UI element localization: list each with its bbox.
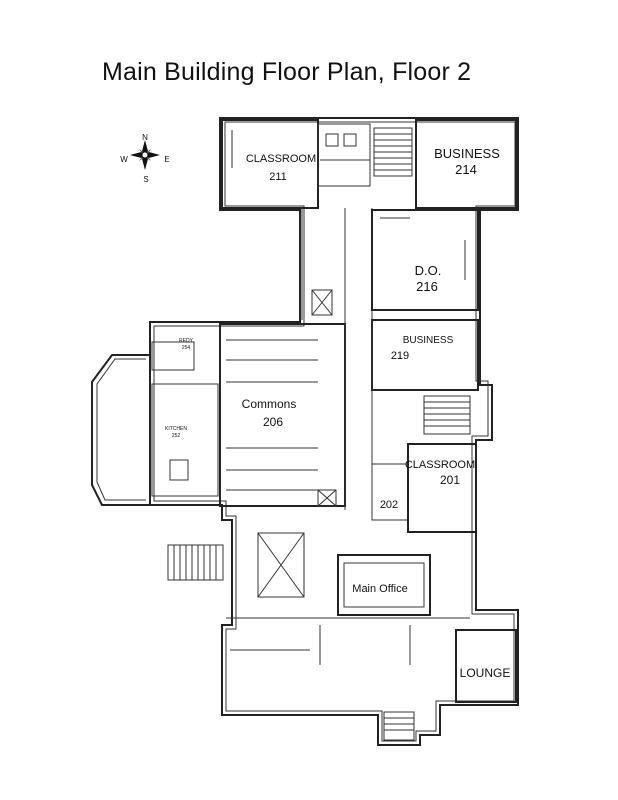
room-name-do-216: D.O.: [415, 263, 442, 278]
room-name-business-214: BUSINESS: [434, 146, 500, 161]
room-name-business-219: BUSINESS: [403, 335, 454, 346]
room-business-214: BUSINESS 214: [415, 119, 517, 209]
elevator-north: [311, 289, 333, 316]
room-number-214: 214: [455, 162, 477, 177]
room-name-commons-206: Commons: [242, 397, 297, 411]
exterior-stair: [167, 544, 224, 581]
room-number-252: 252: [172, 433, 181, 439]
room-kitchen-252: KITCHEN 252: [151, 383, 219, 497]
south-stair: [383, 711, 415, 741]
building-outline: [149, 117, 519, 746]
room-number-211: 211: [269, 171, 287, 183]
elevator-central: [317, 489, 337, 507]
room-202: 202: [371, 463, 409, 521]
central-corridor: [344, 320, 373, 520]
room-name-lounge: LOUNGE: [460, 666, 511, 680]
room-name-classroom-211: CLASSROOM: [246, 153, 316, 165]
room-classroom-201: CLASSROOM 201: [405, 443, 477, 533]
room-name-main-office: Main Office: [352, 583, 407, 595]
compass-south-label: S: [143, 175, 148, 184]
east-stair: [423, 395, 471, 435]
room-number-206: 206: [263, 415, 283, 429]
room-classroom-211: CLASSROOM 211: [221, 119, 319, 209]
restroom-north: [317, 123, 371, 187]
room-commons-206: Commons 206: [219, 323, 346, 507]
compass-rose-icon: N S E W: [120, 133, 169, 184]
room-business-219: BUSINESS 219: [371, 319, 479, 391]
compass-east-label: E: [164, 155, 169, 164]
atrium-void: [257, 532, 305, 598]
page-title: Main Building Floor Plan, Floor 2: [102, 58, 472, 86]
south-partitions: [226, 617, 470, 665]
compass-west-label: W: [120, 155, 128, 164]
room-number-219: 219: [391, 350, 409, 362]
room-lounge: LOUNGE: [455, 629, 517, 703]
room-number-216: 216: [416, 279, 438, 294]
room-do-216: D.O. 216: [371, 209, 479, 311]
room-name-kitchen-252: KITCHEN: [165, 426, 187, 432]
north-stair: [373, 127, 413, 177]
west-annex-wall: [91, 354, 150, 506]
compass-north-label: N: [142, 133, 148, 142]
room-number-254: 254: [182, 345, 191, 351]
room-redy-254: REDY 254: [151, 338, 195, 371]
room-main-office: Main Office: [337, 554, 431, 616]
room-number-201: 201: [440, 473, 460, 487]
room-number-202: 202: [380, 499, 398, 511]
room-name-classroom-201: CLASSROOM: [405, 459, 475, 471]
room-name-redy-254: REDY: [179, 338, 194, 344]
